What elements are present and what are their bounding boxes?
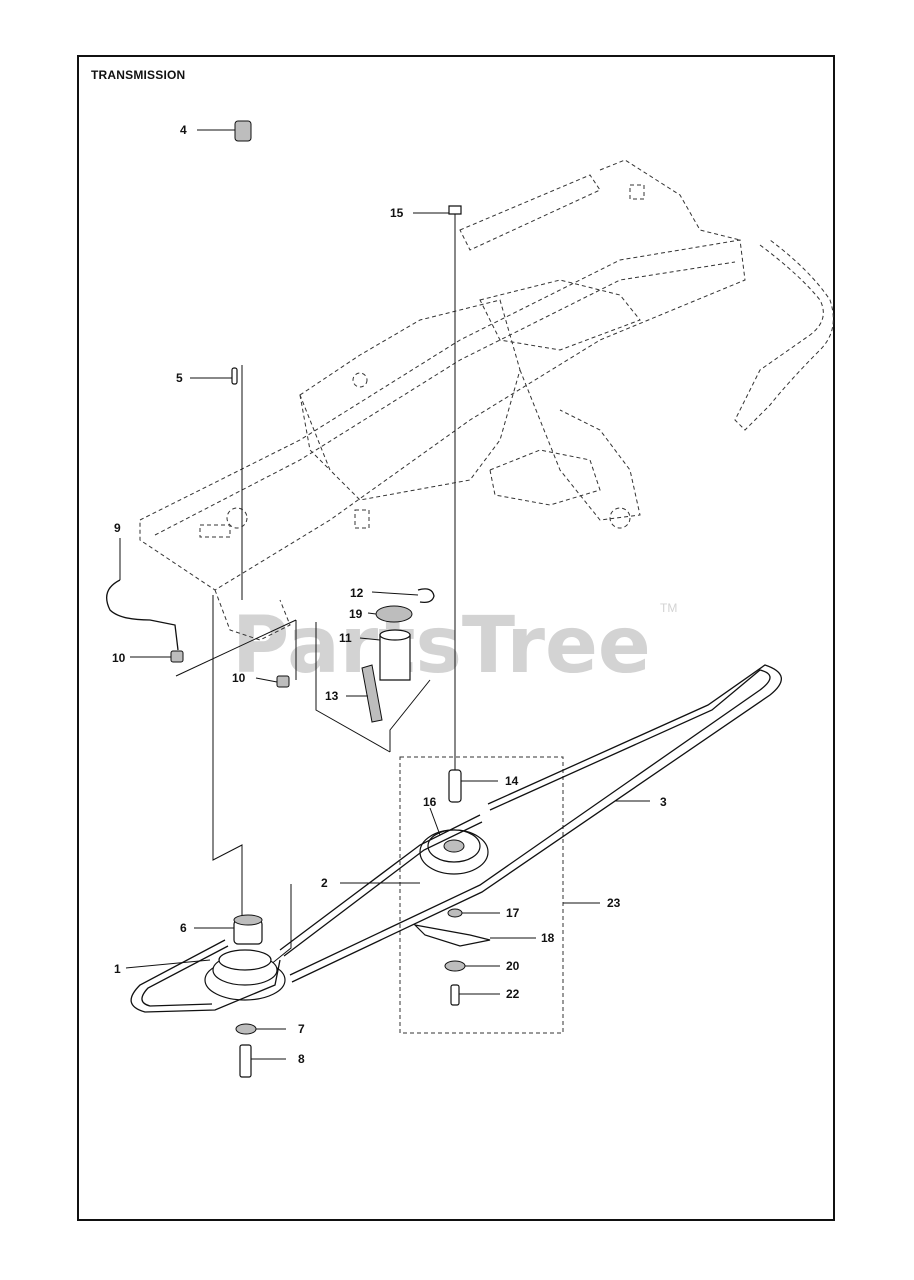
callout-8: 8 [298, 1052, 305, 1066]
part-10-nut-right [276, 675, 290, 688]
chassis-frame [139, 159, 834, 641]
part-18-idler-arm [413, 924, 491, 947]
callout-18: 18 [541, 931, 555, 945]
kit-box-23 [399, 756, 564, 1034]
callout-13: 13 [325, 689, 339, 703]
callout-22: 22 [506, 987, 520, 1001]
part-15-bolt [448, 205, 462, 228]
callout-2: 2 [321, 876, 328, 890]
callout-17: 17 [506, 906, 520, 920]
part-13-spring [361, 664, 383, 723]
diagram-frame [77, 55, 835, 1221]
part-22-bolt [450, 984, 460, 1006]
callout-5: 5 [176, 371, 183, 385]
callout-7: 7 [298, 1022, 305, 1036]
callout-16: 16 [423, 795, 437, 809]
callout-11: 11 [339, 631, 352, 645]
part-4-bushing [234, 120, 252, 142]
part-20-washer [444, 960, 466, 972]
callout-23: 23 [607, 896, 621, 910]
part-2-belt [279, 814, 483, 957]
callout-10-left: 10 [112, 651, 126, 665]
callout-1: 1 [114, 962, 121, 976]
part-12-clip [417, 588, 435, 604]
callout-leaders [119, 129, 650, 1060]
part-17-washer [447, 908, 463, 918]
callout-3: 3 [660, 795, 667, 809]
part-5-key [231, 367, 238, 385]
callout-14: 14 [505, 774, 519, 788]
part-6-pulley-hub [233, 914, 263, 945]
callout-12: 12 [350, 586, 364, 600]
callout-9: 9 [114, 521, 121, 535]
leader-outlines [175, 222, 456, 966]
part-drive-pulley [204, 949, 286, 1001]
callout-4: 4 [180, 123, 187, 137]
part-7-washer [235, 1023, 257, 1035]
callout-labels: 1 2 3 4 5 6 7 8 9 10 10 11 12 13 14 15 1… [112, 123, 667, 1066]
watermark: PartsTree TM [232, 601, 677, 691]
callout-10-right: 10 [232, 671, 246, 685]
callout-20: 20 [506, 959, 520, 973]
part-3-belt [289, 664, 782, 983]
callout-6: 6 [180, 921, 187, 935]
callout-19: 19 [349, 607, 363, 621]
part-9-rod [106, 579, 179, 651]
part-1-drive-belt [130, 939, 281, 1013]
watermark-trademark: TM [660, 601, 677, 615]
watermark-text: PartsTree [232, 601, 651, 691]
part-19-cap [375, 605, 413, 623]
part-10-nut-left [170, 650, 184, 663]
page-title: TRANSMISSION [91, 68, 186, 82]
part-11-sleeve [379, 629, 411, 681]
part-14-pin [448, 769, 462, 803]
part-16-idler-pulley [419, 829, 489, 875]
part-8-bolt [239, 1044, 252, 1078]
callout-15: 15 [390, 206, 404, 220]
